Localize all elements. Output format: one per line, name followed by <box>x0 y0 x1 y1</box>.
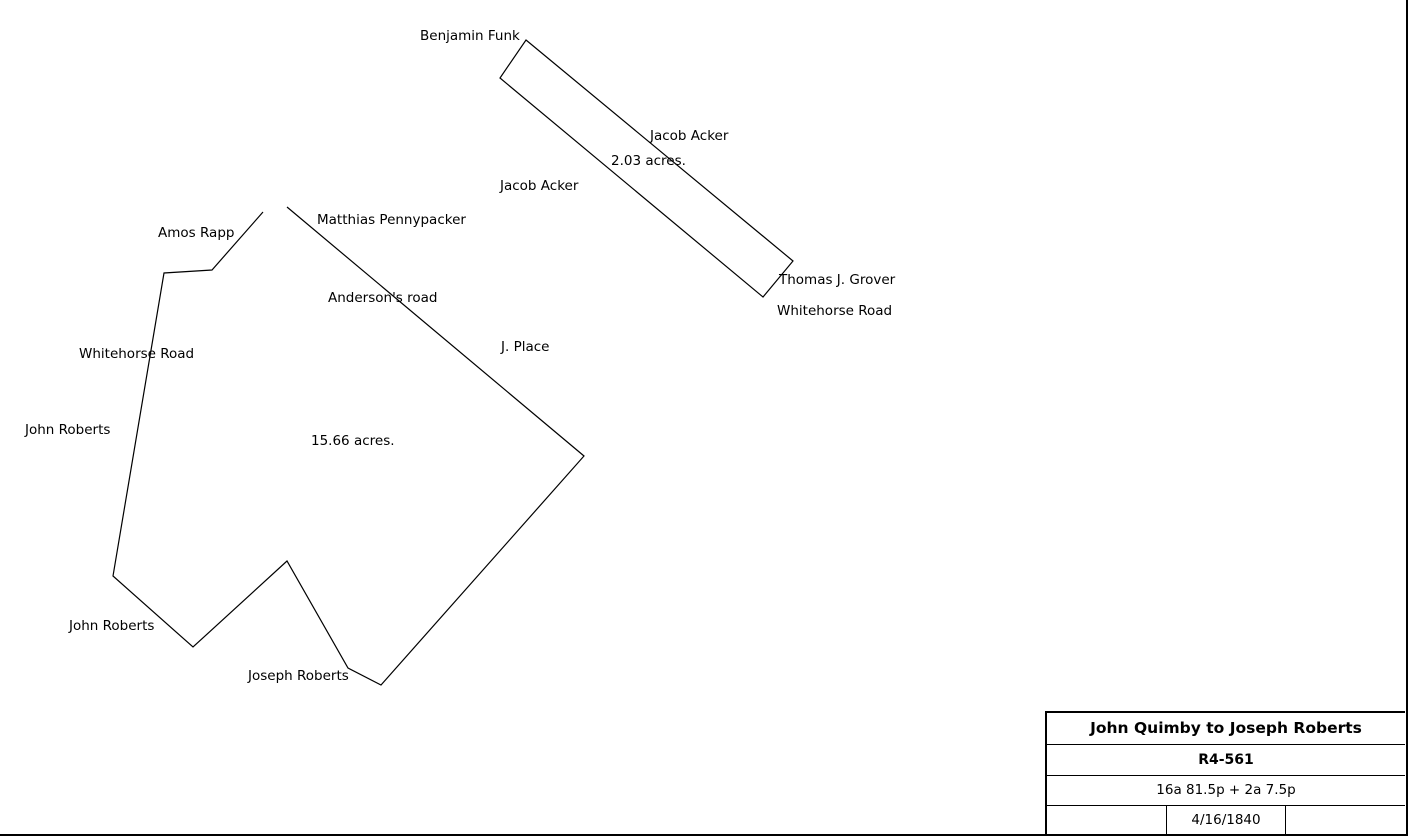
label-jacob-acker-west: Jacob Acker <box>500 178 579 194</box>
label-amos-rapp: Amos Rapp <box>158 225 235 241</box>
label-small-parcel-acres: 2.03 acres. <box>611 153 686 169</box>
label-large-parcel-acres: 15.66 acres. <box>311 433 395 449</box>
date-row-cell-left <box>1047 806 1167 834</box>
parcel-large-boundary <box>112 206 585 686</box>
label-whitehorse-road-west: Whitehorse Road <box>79 346 195 362</box>
label-j-place: J. Place <box>501 339 550 355</box>
deed-area: 16a 81.5p + 2a 7.5p <box>1047 776 1405 806</box>
deed-title: John Quimby to Joseph Roberts <box>1047 713 1405 745</box>
deed-reference: R4-561 <box>1047 745 1405 776</box>
label-jacob-acker-east: Jacob Acker <box>650 128 729 144</box>
date-row-cell-right <box>1286 806 1405 834</box>
parcel-small-boundary <box>499 39 794 298</box>
label-andersons-road: Anderson's road <box>328 290 438 306</box>
label-thomas-grover: Thomas J. Grover <box>779 272 896 288</box>
title-block: John Quimby to Joseph Roberts R4-561 16a… <box>1045 711 1405 834</box>
label-benjamin-funk: Benjamin Funk <box>420 28 520 44</box>
label-joseph-roberts: Joseph Roberts <box>248 668 349 684</box>
deed-date: 4/16/1840 <box>1167 806 1286 834</box>
deed-date-row: 4/16/1840 <box>1047 806 1405 834</box>
label-matthias-pennypacker: Matthias Pennypacker <box>317 212 466 228</box>
label-john-roberts-south: John Roberts <box>69 618 155 634</box>
label-john-roberts-west: John Roberts <box>25 422 111 438</box>
label-whitehorse-road-east: Whitehorse Road <box>777 303 893 319</box>
